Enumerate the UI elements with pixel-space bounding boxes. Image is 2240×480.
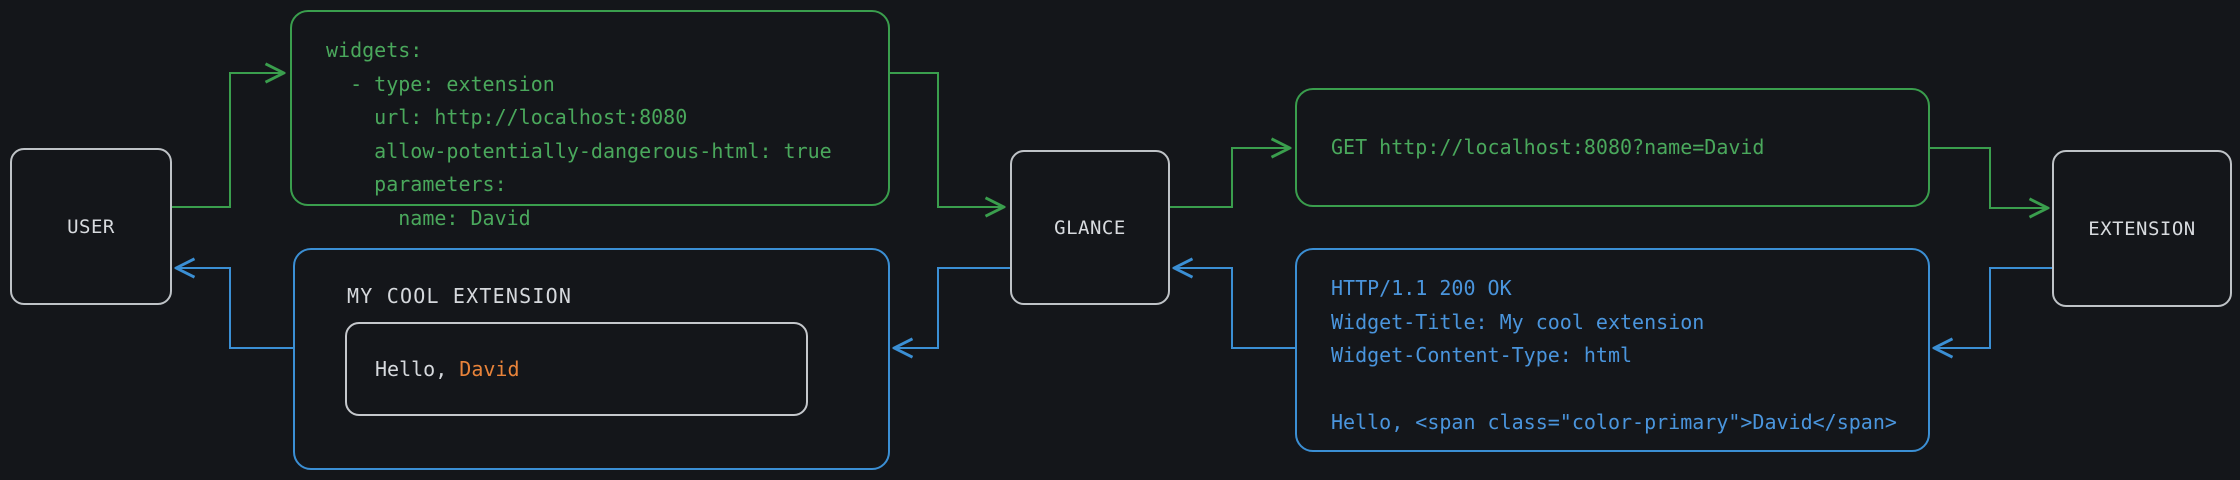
config-line-5: parameters: — [326, 172, 507, 197]
widget-preview-greeting: Hello, David — [375, 357, 520, 381]
config-line-1: widgets: — [326, 38, 423, 62]
widget-preview-title: MY COOL EXTENSION — [347, 284, 573, 308]
http-response-line-2: Widget-Title: My cool extension — [1331, 309, 1705, 334]
node-user[interactable]: USER — [10, 148, 172, 305]
http-request-block: GET http://localhost:8080?name=David — [1295, 88, 1930, 207]
wire-response-to-glance — [1176, 268, 1295, 349]
node-user-label: USER — [67, 215, 115, 238]
config-line-6: name: David — [326, 205, 531, 230]
config-line-4: allow-potentially-dangerous-html: true — [326, 138, 832, 163]
config-line-2: - type: extension — [326, 71, 555, 96]
wire-request-to-extension — [1930, 147, 2046, 208]
http-response-line-1: HTTP/1.1 200 OK — [1331, 276, 1512, 300]
node-extension-label: EXTENSION — [2088, 217, 2196, 240]
node-extension[interactable]: EXTENSION — [2052, 150, 2232, 307]
wire-extension-to-response — [1936, 267, 2052, 348]
wire-config-to-glance — [890, 72, 1002, 207]
node-glance[interactable]: GLANCE — [1010, 150, 1170, 305]
widget-greeting-name: David — [459, 357, 520, 381]
http-request-line-1: GET http://localhost:8080?name=David — [1331, 134, 1765, 159]
wire-widget-to-user — [178, 268, 293, 349]
config-yaml-block: widgets: - type: extension url: http://l… — [290, 10, 890, 230]
node-glance-label: GLANCE — [1054, 216, 1126, 239]
widget-greeting-prefix: Hello, — [375, 357, 460, 381]
widget-preview-card: Hello, David — [345, 322, 808, 416]
http-response-blank-line — [1331, 373, 1894, 407]
http-response-line-3: Widget-Content-Type: html — [1331, 343, 1633, 368]
http-response-block: HTTP/1.1 200 OK Widget-Title: My cool ex… — [1295, 248, 1930, 452]
widget-preview-box: MY COOL EXTENSION Hello, David — [293, 248, 890, 470]
wire-glance-to-request — [1170, 148, 1288, 208]
wire-glance-to-widget — [896, 267, 1010, 348]
wire-user-to-config — [172, 73, 282, 208]
http-response-line-5: Hello, <span class="color-primary">David… — [1331, 410, 1897, 435]
config-line-3: url: http://localhost:8080 — [326, 105, 688, 130]
